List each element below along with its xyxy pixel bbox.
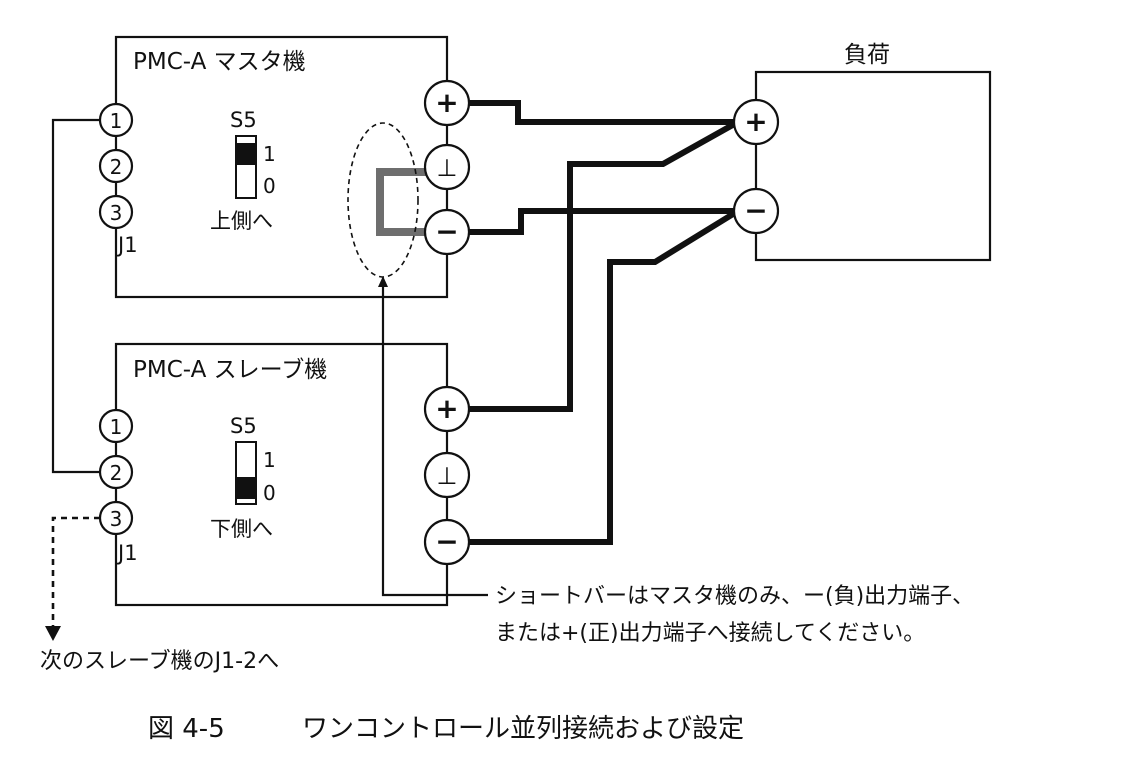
load-title: 負荷 [844, 42, 890, 68]
slave-switch-pos-0: 0 [263, 481, 276, 505]
svg-text:1: 1 [110, 415, 123, 439]
slave-pin-2: 2 [98, 454, 134, 490]
slave-terminal-ground: ⊥ [423, 451, 471, 499]
slave-title: PMC-A スレーブ機 [133, 357, 327, 383]
master-terminal-minus: − [423, 208, 471, 256]
slave-unit-box [114, 342, 449, 607]
wire-j1-link [51, 118, 100, 474]
master-switch-setting: 上側へ [210, 209, 273, 233]
master-switch-knob [236, 143, 256, 165]
wire-master-minus [463, 208, 738, 235]
note-pointer-arrow-icon [378, 276, 388, 287]
note-pointer-line [381, 285, 488, 597]
master-connector-label: J1 [116, 233, 138, 257]
master-pin-2: 2 [98, 148, 134, 184]
slave-terminal-minus: − [423, 518, 471, 566]
next-slave-note: 次のスレーブ機のJ1-2へ [40, 649, 279, 674]
slave-pin-1: 1 [98, 408, 134, 444]
slave-switch-label: S5 [230, 414, 257, 438]
master-terminal-plus: + [423, 79, 471, 127]
master-pin-3: 3 [98, 194, 134, 230]
figure-caption: ワンコントロール並列接続および設定 [302, 714, 744, 744]
svg-text:2: 2 [110, 155, 123, 179]
slave-pin-3: 3 [98, 500, 134, 536]
svg-text:2: 2 [110, 461, 123, 485]
svg-text:−: − [435, 525, 458, 558]
svg-text:3: 3 [110, 201, 123, 225]
shortbar-note-line-2: または+(正)出力端子へ接続してください。 [495, 621, 925, 646]
svg-text:+: + [435, 392, 458, 425]
wire-slave-minus [463, 208, 740, 545]
slave-switch-setting: 下側へ [210, 517, 273, 541]
svg-text:+: + [744, 105, 767, 138]
figure-number: 図 4-5 [148, 714, 225, 744]
slave-connector-label: J1 [116, 541, 138, 565]
master-terminal-ground: ⊥ [423, 143, 471, 191]
svg-text:−: − [435, 215, 458, 248]
arrow-next-slave-icon [45, 626, 61, 641]
master-switch-pos-1: 1 [263, 142, 276, 166]
svg-text:⊥: ⊥ [437, 462, 458, 490]
short-bar [376, 168, 432, 236]
master-switch-label: S5 [230, 108, 257, 132]
svg-text:3: 3 [110, 507, 123, 531]
wire-slave-plus [463, 119, 740, 412]
load-terminal-plus: + [732, 98, 780, 146]
load-terminal-minus: − [732, 187, 780, 235]
svg-text:1: 1 [110, 109, 123, 133]
load-box [754, 70, 992, 262]
svg-text:⊥: ⊥ [437, 154, 458, 182]
slave-switch-knob [236, 477, 256, 499]
svg-text:−: − [744, 194, 767, 227]
wire-master-plus [463, 100, 738, 125]
slave-switch-pos-1: 1 [263, 448, 276, 472]
wire-next-slave [51, 516, 100, 628]
shortbar-note-line-1: ショートバーはマスタ機のみ、ー(負)出力端子、 [495, 584, 974, 609]
master-title: PMC-A マスタ機 [133, 49, 306, 75]
master-pin-1: 1 [98, 102, 134, 138]
slave-terminal-plus: + [423, 385, 471, 433]
svg-text:+: + [435, 86, 458, 119]
master-switch-pos-0: 0 [263, 174, 276, 198]
master-unit-box [114, 35, 449, 299]
